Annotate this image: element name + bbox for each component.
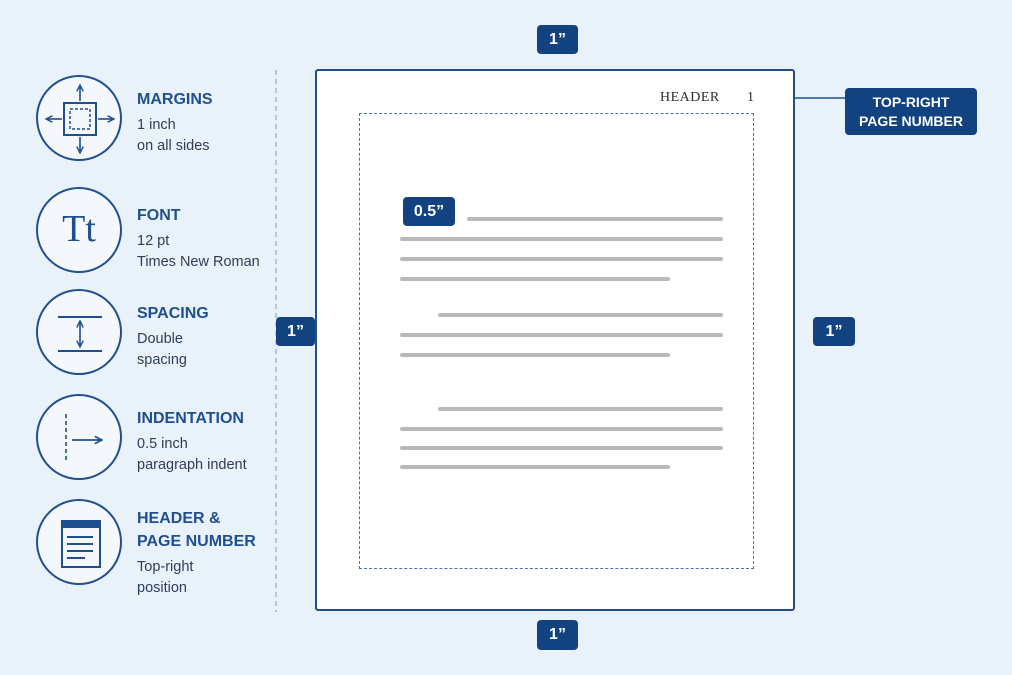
text-line	[400, 237, 723, 241]
legend-description: Top-right position	[137, 559, 194, 596]
legend-description: Double spacing	[137, 331, 187, 368]
text-line	[400, 427, 723, 431]
text-line	[438, 313, 723, 317]
legend-description: 12 pt Times New Roman	[137, 233, 260, 270]
text-line	[400, 333, 723, 337]
page-number-callout: TOP-RIGHT PAGE NUMBER	[845, 88, 977, 135]
right-margin-badge: 1”	[813, 317, 855, 346]
legend-item-font: Tt FONT 12 pt Times New Roman	[36, 187, 276, 273]
text-line	[400, 257, 723, 261]
text-line	[438, 407, 723, 411]
page-header-text: HEADER	[660, 90, 720, 105]
legend-title: HEADER & PAGE NUMBER	[137, 510, 256, 550]
header-page-number-icon	[36, 499, 122, 585]
margins-icon	[36, 75, 122, 161]
legend-description: 0.5 inch paragraph indent	[137, 436, 247, 473]
legend-description: 1 inch on all sides	[137, 117, 210, 154]
font-icon-glyph: Tt	[62, 208, 96, 250]
legend-title: FONT	[137, 207, 181, 224]
legend-item-spacing: SPACING Double spacing	[36, 289, 276, 375]
margin-boundary	[359, 113, 754, 569]
legend-title: SPACING	[137, 305, 209, 322]
legend-item-indentation: INDENTATION 0.5 inch paragraph indent	[36, 394, 276, 480]
top-margin-badge: 1”	[537, 25, 578, 54]
legend-item-header-page-number: HEADER & PAGE NUMBER Top-right position	[36, 499, 276, 599]
indentation-icon	[36, 394, 122, 480]
text-line	[400, 446, 723, 450]
bottom-margin-badge: 1”	[537, 620, 578, 650]
page-number: 1	[747, 90, 754, 105]
font-icon: Tt	[36, 187, 122, 273]
text-line	[400, 465, 670, 469]
document-page: HEADER 1	[315, 69, 795, 611]
spacing-icon	[36, 289, 122, 375]
left-margin-badge: 1”	[276, 317, 315, 346]
text-line	[467, 217, 723, 221]
text-line	[400, 353, 670, 357]
indent-badge: 0.5”	[403, 197, 455, 226]
text-line	[400, 277, 670, 281]
legend-item-margins: MARGINS 1 inch on all sides	[36, 75, 276, 161]
legend-title: MARGINS	[137, 91, 213, 108]
legend-title: INDENTATION	[137, 410, 244, 427]
